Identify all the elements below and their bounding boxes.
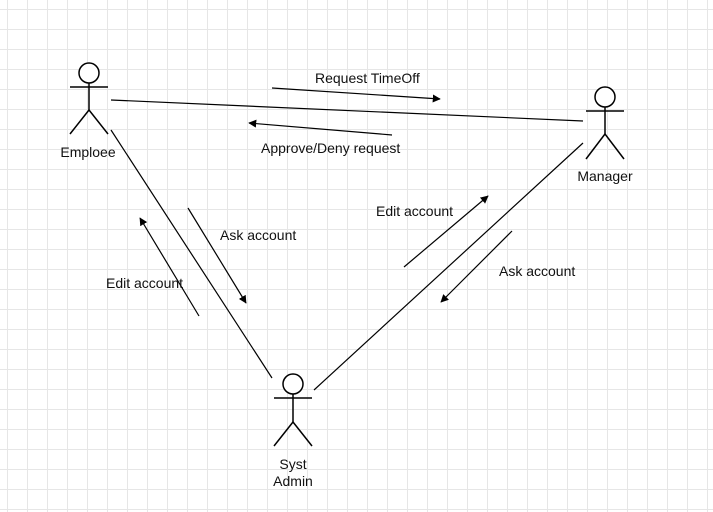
message-edit-account-manager: Edit account (376, 203, 454, 219)
arrow-edit-account-employee (139, 217, 200, 317)
association-employee-manager (110, 99, 584, 122)
actor-sysadmin-label-line1: Syst (279, 456, 307, 472)
actor-employee[interactable] (69, 62, 109, 135)
association-employee-sysadmin (110, 129, 273, 379)
actor-manager[interactable] (585, 86, 625, 160)
message-edit-account-employee: Edit account (106, 275, 184, 291)
arrow-ask-account-manager (440, 230, 513, 303)
actor-sysadmin-label-line2: Admin (273, 473, 313, 489)
actor-employee-label: Emploee (60, 144, 116, 160)
actor-manager-label: Manager (577, 168, 633, 184)
arrow-approve-deny (248, 119, 393, 136)
message-ask-account-employee: Ask account (220, 227, 297, 243)
message-ask-account-manager: Ask account (499, 263, 576, 279)
arrow-edit-account-manager (403, 195, 489, 268)
arrow-request-timeoff (271, 87, 441, 103)
message-approve-deny: Approve/Deny request (261, 140, 401, 156)
actor-sysadmin[interactable] (273, 373, 313, 447)
association-manager-sysadmin (313, 142, 584, 391)
message-request-timeoff: Request TimeOff (315, 70, 420, 86)
arrow-ask-account-employee (187, 207, 247, 304)
